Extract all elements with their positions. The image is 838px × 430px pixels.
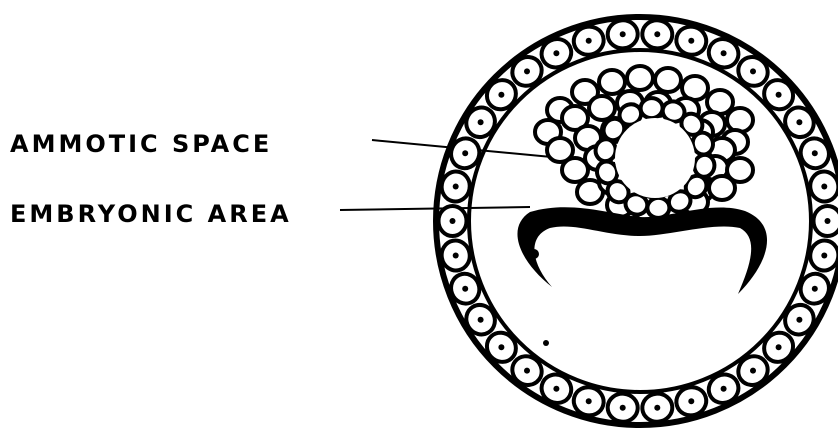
inner-mass-cell [589, 96, 615, 120]
dot-2 [543, 340, 549, 346]
trophoblast-cell [606, 392, 638, 423]
inner-mass-cell [655, 68, 681, 92]
inner-mass-cell [627, 66, 653, 90]
inner-mass-cell [727, 108, 753, 132]
trophoblast-cell [641, 392, 673, 423]
embryonic-disc [517, 207, 767, 294]
inner-mass-cell [599, 70, 625, 94]
dot-1 [529, 249, 539, 259]
trophoblast-cell [606, 19, 638, 50]
amniotic-space [615, 118, 695, 198]
trophoblast-cell [808, 238, 838, 273]
label-amniotic-space: AMMOTIC SPACE [10, 130, 272, 158]
amnion-cell [640, 97, 663, 118]
inner-mass-cell [709, 176, 735, 200]
label-embryonic-area: EMBRYONIC AREA [10, 200, 292, 228]
trophoblast-cell [814, 206, 838, 236]
trophoblast-cell [808, 169, 838, 204]
trophoblast-cell [641, 19, 673, 50]
trophoblast-cell [439, 206, 467, 236]
